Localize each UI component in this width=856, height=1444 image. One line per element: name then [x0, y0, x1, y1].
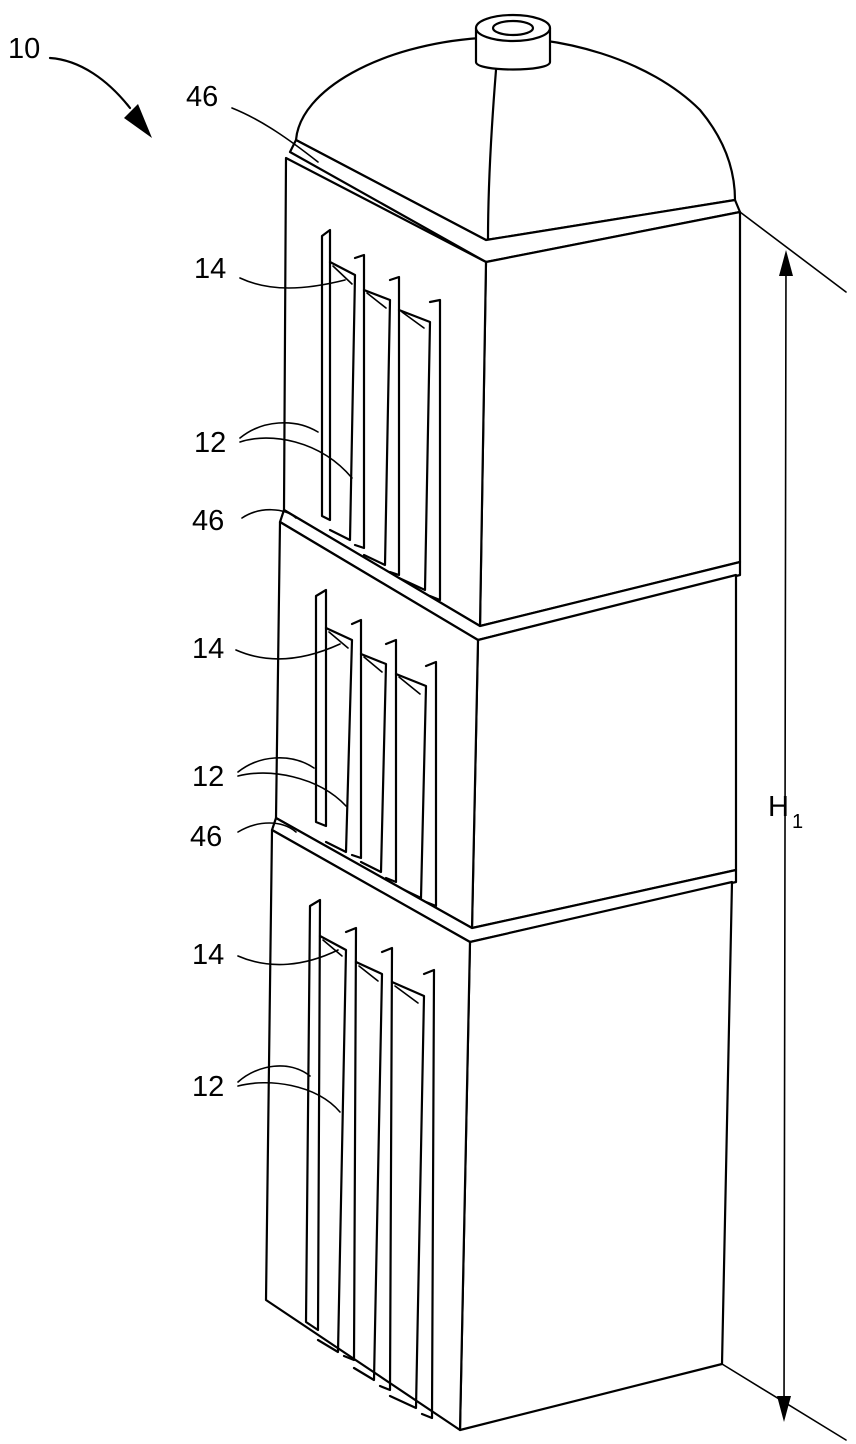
label-seal-mid1: 46 — [192, 505, 224, 537]
label-assembly: 10 — [8, 33, 40, 65]
assembly-arrow — [124, 104, 152, 138]
module-lower-right-face — [460, 882, 732, 1430]
label-plates-top: 12 — [194, 427, 226, 459]
label-tab-top: 14 — [194, 253, 226, 285]
label-tab-bot: 14 — [192, 939, 224, 971]
label-height-sub: 1 — [792, 811, 803, 833]
dimension-arrow-bottom — [777, 1396, 791, 1422]
label-seal-top: 46 — [186, 81, 218, 113]
module-upper-right-face — [480, 212, 740, 626]
label-plates-bot: 12 — [192, 1071, 224, 1103]
label-plates-mid: 12 — [192, 761, 224, 793]
dimension-arrow-top — [779, 250, 793, 276]
label-height-main: H — [768, 791, 789, 823]
label-tab-mid: 14 — [192, 633, 224, 665]
label-seal-mid2: 46 — [190, 821, 222, 853]
nozzle — [476, 15, 550, 70]
